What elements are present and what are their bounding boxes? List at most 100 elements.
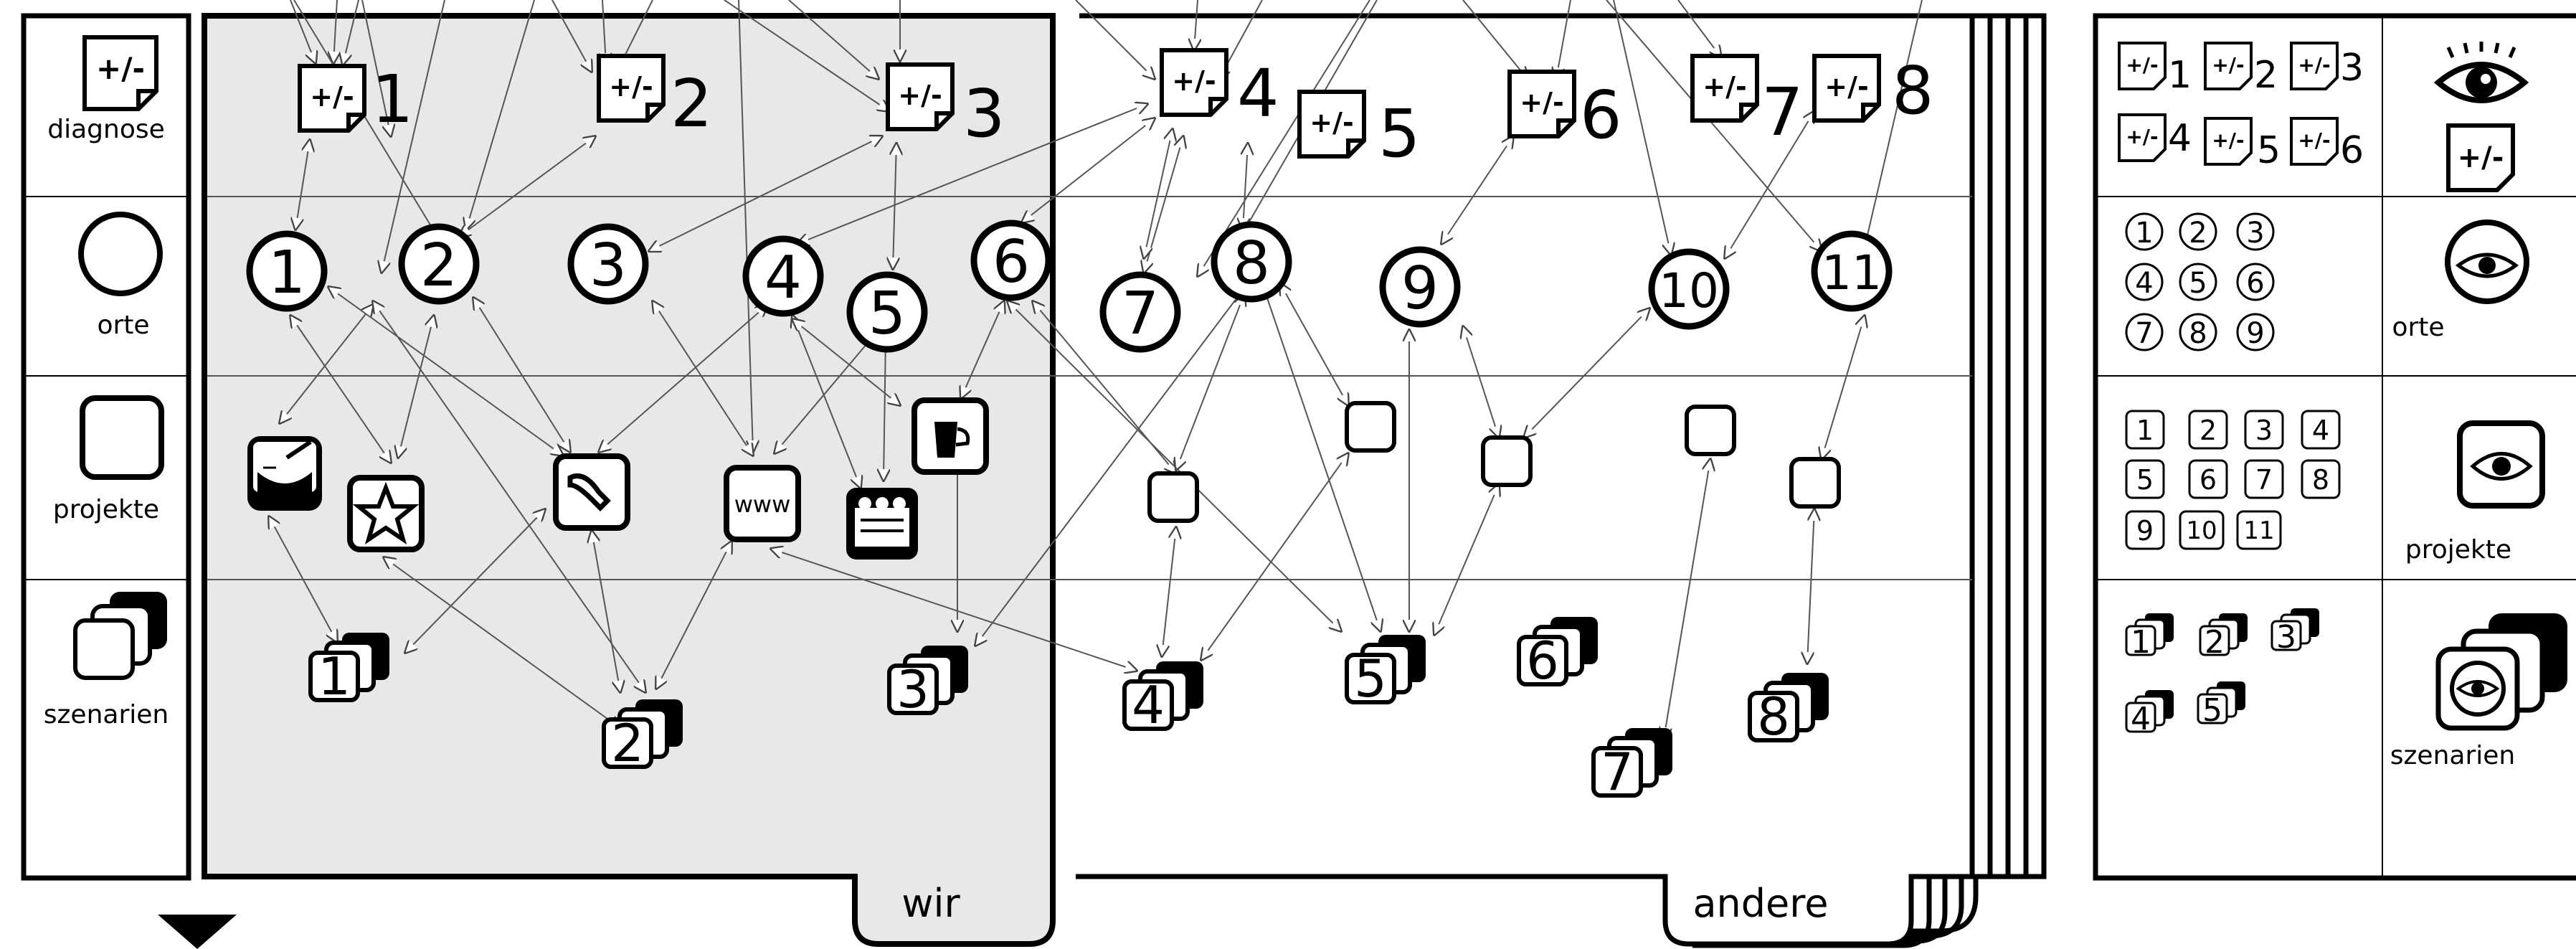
diagnose-node-4[interactable]: +/- 4 bbox=[1160, 48, 1279, 132]
svg-text:5: 5 bbox=[1354, 648, 1387, 709]
row-label-column: +/- diagnose orte projekte szenarien bbox=[21, 13, 191, 881]
svg-text:2: 2 bbox=[420, 232, 458, 300]
svg-text:2: 2 bbox=[2205, 624, 2225, 661]
svg-text:4: 4 bbox=[1132, 675, 1165, 735]
row-label-projekte: projekte bbox=[53, 495, 159, 524]
svg-text:+/-: +/- bbox=[2298, 128, 2330, 152]
svg-text:www: www bbox=[734, 491, 791, 518]
projekt-node-cup[interactable] bbox=[911, 397, 989, 475]
svg-text:7: 7 bbox=[2135, 317, 2153, 350]
svg-text:2: 2 bbox=[2254, 54, 2278, 97]
svg-text:1: 1 bbox=[268, 239, 306, 307]
orte-node-11[interactable]: 11 bbox=[1811, 230, 1893, 312]
projekt-node-www[interactable]: www bbox=[724, 465, 801, 542]
svg-text:6: 6 bbox=[993, 228, 1030, 296]
diagnose-icon: +/- bbox=[82, 35, 158, 111]
svg-text:1: 1 bbox=[2131, 624, 2151, 661]
svg-text:8: 8 bbox=[1757, 686, 1790, 747]
svg-text:+/-: +/- bbox=[2212, 128, 2244, 152]
svg-text:7: 7 bbox=[1122, 280, 1159, 348]
legend-eye-szenarien-icon bbox=[2435, 613, 2567, 731]
orte-node-3[interactable]: 3 bbox=[567, 223, 649, 305]
svg-text:2: 2 bbox=[2189, 217, 2207, 250]
row-label-orte: orte bbox=[97, 311, 149, 340]
svg-text:9: 9 bbox=[2136, 515, 2154, 547]
szenario-node-1[interactable]: 1 bbox=[308, 633, 389, 707]
tab-wir[interactable]: wir bbox=[901, 881, 960, 926]
svg-text:11: 11 bbox=[2243, 516, 2274, 545]
svg-text:4: 4 bbox=[2168, 117, 2192, 160]
orte-node-2[interactable]: 2 bbox=[398, 223, 480, 305]
szenario-node-3[interactable]: 3 bbox=[887, 646, 968, 719]
projekt-node-empty[interactable] bbox=[1481, 435, 1533, 487]
szenario-node-5[interactable]: 5 bbox=[1345, 635, 1426, 709]
diagnose-node-2[interactable]: +/- 2 bbox=[597, 54, 713, 142]
orte-icon bbox=[78, 212, 163, 296]
orte-node-5[interactable]: 5 bbox=[846, 271, 928, 353]
diagnose-node-number: 5 bbox=[1378, 95, 1421, 172]
diagnose-node-7[interactable]: +/- 7 bbox=[1690, 54, 1804, 151]
svg-text:1: 1 bbox=[318, 646, 351, 707]
svg-text:6: 6 bbox=[2340, 129, 2364, 172]
svg-text:5: 5 bbox=[868, 280, 906, 348]
diagnose-node-6[interactable]: +/- 6 bbox=[1507, 70, 1622, 154]
svg-text:3: 3 bbox=[2246, 217, 2264, 250]
projekt-node-empty[interactable] bbox=[1789, 457, 1841, 509]
orte-node-9[interactable]: 9 bbox=[1379, 246, 1461, 328]
projekt-node-empty[interactable] bbox=[1147, 471, 1199, 523]
diagnose-node-1[interactable]: +/- 1 bbox=[298, 61, 414, 138]
projekt-node-water-tank[interactable] bbox=[247, 436, 322, 511]
svg-text:1: 1 bbox=[2135, 217, 2153, 250]
orte-node-10[interactable]: 10 bbox=[1648, 248, 1730, 330]
projekt-node-machine[interactable] bbox=[846, 488, 918, 560]
orte-node-7[interactable]: 7 bbox=[1099, 271, 1181, 353]
svg-text:3: 3 bbox=[589, 232, 627, 300]
svg-text:+/-: +/- bbox=[1824, 71, 1869, 103]
svg-text:5: 5 bbox=[2189, 267, 2207, 300]
svg-text:+/-: +/- bbox=[2126, 53, 2158, 77]
svg-text:8: 8 bbox=[1233, 230, 1270, 298]
svg-text:4: 4 bbox=[2135, 267, 2153, 300]
diagnose-node-3[interactable]: +/- 3 bbox=[886, 62, 1005, 152]
svg-text:2: 2 bbox=[2199, 415, 2217, 446]
svg-text:+/-: +/- bbox=[2126, 125, 2158, 148]
orte-node-6[interactable]: 6 bbox=[970, 219, 1052, 301]
szenario-node-6[interactable]: 6 bbox=[1517, 617, 1598, 691]
diagnose-node-number: 3 bbox=[963, 75, 1005, 152]
legend-panel: +/-1 +/-2 +/-3 +/-4 +/-5 +/-6 +/- 1 2 3 … bbox=[2093, 13, 2576, 881]
projekt-node-empty[interactable] bbox=[1685, 405, 1736, 456]
diagnose-node-5[interactable]: +/- 5 bbox=[1297, 90, 1421, 172]
orte-node-1[interactable]: 1 bbox=[246, 230, 328, 312]
projekt-node-star[interactable] bbox=[347, 475, 425, 552]
orte-node-8[interactable]: 8 bbox=[1211, 221, 1292, 303]
diagnose-node-number: 1 bbox=[371, 61, 414, 138]
svg-text:5: 5 bbox=[2136, 464, 2154, 496]
projekte-nodes: www bbox=[247, 397, 1841, 560]
svg-text:2: 2 bbox=[611, 713, 644, 773]
svg-text:3: 3 bbox=[2340, 47, 2364, 90]
legend-eye-projekte-icon bbox=[2457, 420, 2545, 509]
diagnose-node-number: 8 bbox=[1892, 52, 1934, 129]
diagnose-node-8[interactable]: +/- 8 bbox=[1812, 52, 1934, 129]
legend-projekte-list: 1 2 3 4 5 6 7 8 9 10 11 bbox=[2125, 410, 2341, 550]
orte-node-4[interactable]: 4 bbox=[742, 235, 824, 317]
svg-text:8: 8 bbox=[2189, 317, 2207, 350]
szenario-node-2[interactable]: 2 bbox=[602, 699, 683, 773]
legend-label-orte: orte bbox=[2392, 313, 2444, 342]
projekt-node-empty[interactable] bbox=[1345, 401, 1396, 453]
szenario-node-4[interactable]: 4 bbox=[1122, 661, 1203, 735]
szenario-node-7[interactable]: 7 bbox=[1591, 728, 1672, 802]
svg-text:4: 4 bbox=[2312, 415, 2329, 446]
svg-text:3: 3 bbox=[2255, 415, 2273, 446]
projekt-node-fuel-nozzle[interactable] bbox=[553, 453, 630, 531]
szenario-node-8[interactable]: 8 bbox=[1748, 673, 1829, 747]
tab-andere[interactable]: andere bbox=[1692, 881, 1828, 926]
svg-text:7: 7 bbox=[2255, 464, 2273, 496]
svg-text:10: 10 bbox=[2186, 516, 2217, 545]
svg-text:9: 9 bbox=[1401, 255, 1439, 323]
svg-text:3: 3 bbox=[896, 659, 929, 719]
svg-text:3: 3 bbox=[2276, 619, 2296, 656]
legend-eye-diagnose-icon: +/- bbox=[2433, 42, 2529, 192]
diagnose-node-number: 4 bbox=[1237, 55, 1279, 132]
